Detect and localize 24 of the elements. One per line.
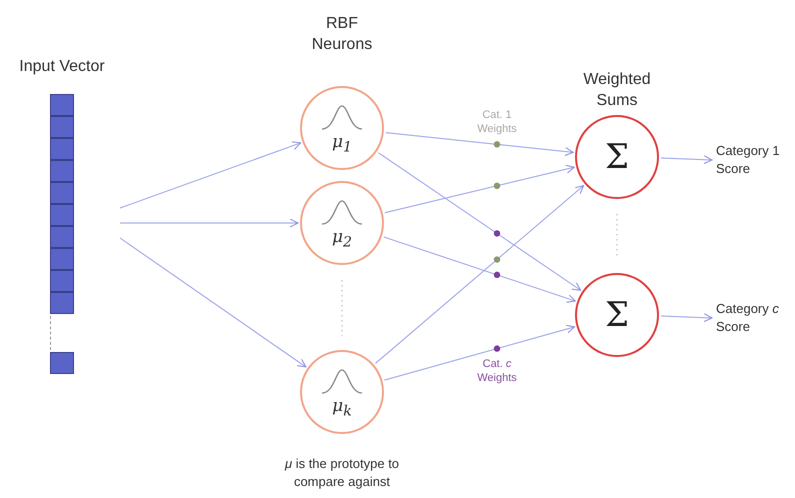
arrow [120, 218, 298, 228]
output-label: Category c Score [716, 300, 794, 336]
arrow [384, 164, 575, 214]
sigma-symbol: Σ [604, 140, 630, 174]
prototype-label: μ$_{1}$ [332, 132, 352, 156]
heading: RBF Neurons [310, 14, 374, 55]
weights-label: Cat. 1 Weights [476, 108, 518, 137]
node-note: μ is the prototype to compare against [284, 455, 400, 490]
heading: Input Vector [19, 58, 105, 76]
output-label: Category 1 Score [716, 142, 794, 178]
arrow [660, 313, 712, 322]
arrow [120, 141, 302, 208]
prototype-label: μ$_{2}$ [332, 227, 352, 251]
arrow [385, 132, 574, 156]
weights-label: Cat. c Weights [476, 357, 518, 386]
arrow [384, 324, 576, 381]
prototype-label: μ$_{k}$ [332, 396, 352, 420]
arrow [374, 185, 584, 364]
heading: Weighted Sums [582, 70, 652, 111]
arrow [378, 152, 582, 291]
arrow [383, 236, 576, 303]
arrow [120, 238, 306, 368]
sigma-symbol: Σ [604, 298, 630, 332]
arrow [660, 155, 712, 164]
